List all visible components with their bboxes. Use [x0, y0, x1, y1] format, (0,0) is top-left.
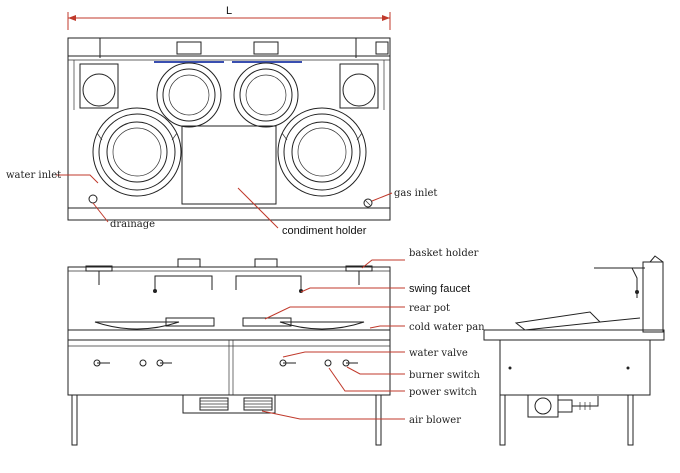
- top-view: [67, 37, 391, 221]
- air-blower-front: [182, 394, 276, 414]
- condiment-holder-top: [181, 125, 277, 205]
- wok-left-top: [92, 107, 182, 197]
- air-blower-label: air blower: [409, 415, 461, 426]
- front-switches: [93, 359, 358, 367]
- condiment-holder-label: condiment holder: [282, 225, 367, 237]
- cold-water-pan-label: cold water pan: [409, 322, 485, 333]
- basket-holder-right-top: [339, 63, 379, 109]
- water-valve-label: water valve: [409, 348, 468, 359]
- gas-inlet-marker: [363, 198, 373, 208]
- gas-inlet-label: gas inlet: [394, 188, 437, 199]
- dimension-label: L: [226, 5, 232, 17]
- drainage-marker: [88, 194, 98, 204]
- burner-switch-label: burner switch: [409, 370, 480, 381]
- swing-faucet-label: swing faucet: [409, 283, 470, 295]
- basket-holder-left-top: [79, 63, 119, 109]
- dimension-l: L: [67, 5, 391, 30]
- rear-pot-right-top: [233, 62, 299, 128]
- side-view: [483, 255, 665, 446]
- drainage-label: drainage: [110, 219, 155, 230]
- water-inlet-label: water inlet: [6, 170, 61, 181]
- rear-pot-label: rear pot: [409, 303, 450, 314]
- top-view-leaders: [56, 174, 393, 229]
- wok-right-top: [277, 107, 367, 197]
- front-view-leaders: [261, 259, 405, 420]
- rear-pot-left-top: [156, 62, 222, 128]
- basket-holder-label: basket holder: [409, 248, 479, 259]
- power-switch-label: power switch: [409, 387, 477, 398]
